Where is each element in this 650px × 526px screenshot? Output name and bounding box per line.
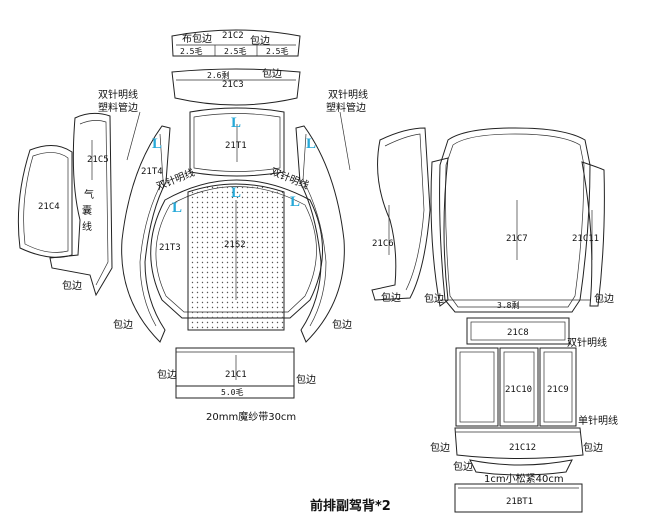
grain-mark-t3-right: L (290, 194, 300, 210)
label-21c4: 21C4 (38, 202, 60, 212)
label-bao-bian-t4-right: 包边 (332, 318, 352, 331)
piece-21c10: 21C10 (499, 347, 539, 427)
piece-21c6: 21C6 包边 (371, 127, 431, 304)
label-su-liao-left: 塑料管边 (98, 101, 138, 114)
piece-21c7: 21C7 3.8剩 (439, 127, 591, 313)
piece-21c9: 21C9 (539, 347, 577, 427)
piece-elastic: 1cm小松紧40cm (469, 459, 573, 485)
label-bao-bian-c7-left: 包边 (424, 292, 444, 305)
label-21c3: 21C3 (222, 80, 244, 90)
label-xian: 线 (82, 220, 92, 233)
piece-21t4-mirror: L 包边 (295, 125, 352, 343)
dim-c7: 3.8剩 (497, 300, 519, 310)
label-bao-bian-c5: 包边 (62, 279, 82, 292)
piece-21c4: 21C4 (17, 145, 73, 258)
grain-mark-s2: L (231, 185, 241, 201)
label-bao-bian-c12-bottom: 包边 (453, 460, 473, 473)
piece-left-panel (455, 347, 499, 427)
piece-21c7-side-left: 包边 (424, 157, 449, 307)
grain-mark-t4-right: L (306, 136, 316, 152)
label-bao-bian-c3: 包边 (262, 67, 282, 80)
label-bao-bian-c12-left: 包边 (430, 441, 450, 454)
piece-21bt1: 21BT1 (454, 483, 583, 513)
piece-21c2: 布包边 21C2 包边 2.5毛 2.5毛 2.5毛 (171, 29, 301, 57)
label-21s2: 21S2 (224, 240, 246, 250)
label-elastic: 1cm小松紧40cm (484, 472, 564, 485)
piece-21c8: 21C8 (466, 317, 570, 345)
label-21c6: 21C6 (372, 239, 394, 249)
label-21c1: 21C1 (225, 370, 247, 380)
label-21c12: 21C12 (509, 443, 536, 453)
piece-21s2: L 21S2 (187, 183, 285, 331)
dim-c2-c: 2.5毛 (266, 46, 288, 56)
piece-21c12: 21C12 包边 包边 包边 (430, 427, 603, 473)
label-21t3: 21T3 (159, 243, 181, 253)
piece-21c11: 21C11 包边 (572, 161, 614, 307)
label-bao-bian-c6: 包边 (381, 291, 401, 304)
label-bao-bian-c11: 包边 (594, 292, 614, 305)
label-21c2: 21C2 (222, 31, 244, 41)
dim-c3: 2.6剩 (207, 70, 229, 80)
label-qi: 气 (84, 188, 94, 201)
grain-mark-t3: L (172, 200, 182, 216)
label-bao-bian-c1-right: 包边 (296, 373, 316, 386)
piece-21t4: 21T4 L 包边 (113, 125, 171, 343)
label-bao-bian-c2: 包边 (250, 34, 270, 47)
label-21c11: 21C11 (572, 234, 599, 244)
label-bao-bian-c12-right: 包边 (583, 441, 603, 454)
grain-mark-t4: L (152, 136, 162, 152)
label-21c10: 21C10 (505, 385, 532, 395)
label-21c7: 21C7 (506, 234, 528, 244)
label-bao-bian-t4: 包边 (113, 318, 133, 331)
grain-mark-t1: L (231, 115, 241, 131)
label-21c5: 21C5 (87, 155, 109, 165)
piece-21c5: 21C5 气 囊 线 包边 (49, 112, 113, 297)
label-21c9: 21C9 (547, 385, 569, 395)
label-21bt1: 21BT1 (506, 497, 533, 507)
label-shuang-zhen-right: 双针明线 (328, 88, 368, 101)
label-shuang-zhen-left: 双针明线 (98, 88, 138, 101)
label-shuang-zhen-c8: 双针明线 (567, 336, 607, 349)
label-21t4: 21T4 (141, 167, 163, 177)
piece-21c1: 21C1 5.0毛 包边 包边 (157, 347, 316, 399)
label-dan-zhen: 单针明线 (578, 414, 618, 427)
dim-c2-a: 2.5毛 (180, 46, 202, 56)
piece-21c3: 2.6剩 21C3 包边 (171, 67, 301, 106)
label-mesh-tape: 20mm魔纱带30cm (206, 410, 296, 423)
label-21c8: 21C8 (507, 328, 529, 338)
dim-c1: 5.0毛 (221, 387, 243, 397)
diagram-title: 前排副驾背*2 (310, 498, 391, 514)
label-nang: 囊 (82, 204, 92, 217)
label-su-liao-right: 塑料管边 (326, 101, 366, 114)
piece-21t1: L 21T1 (189, 107, 285, 177)
label-bao-bian-c1-left: 包边 (157, 368, 177, 381)
label-21t1: 21T1 (225, 141, 247, 151)
label-bu-bao-bian: 布包边 (182, 32, 212, 45)
dim-c2-b: 2.5毛 (224, 46, 246, 56)
